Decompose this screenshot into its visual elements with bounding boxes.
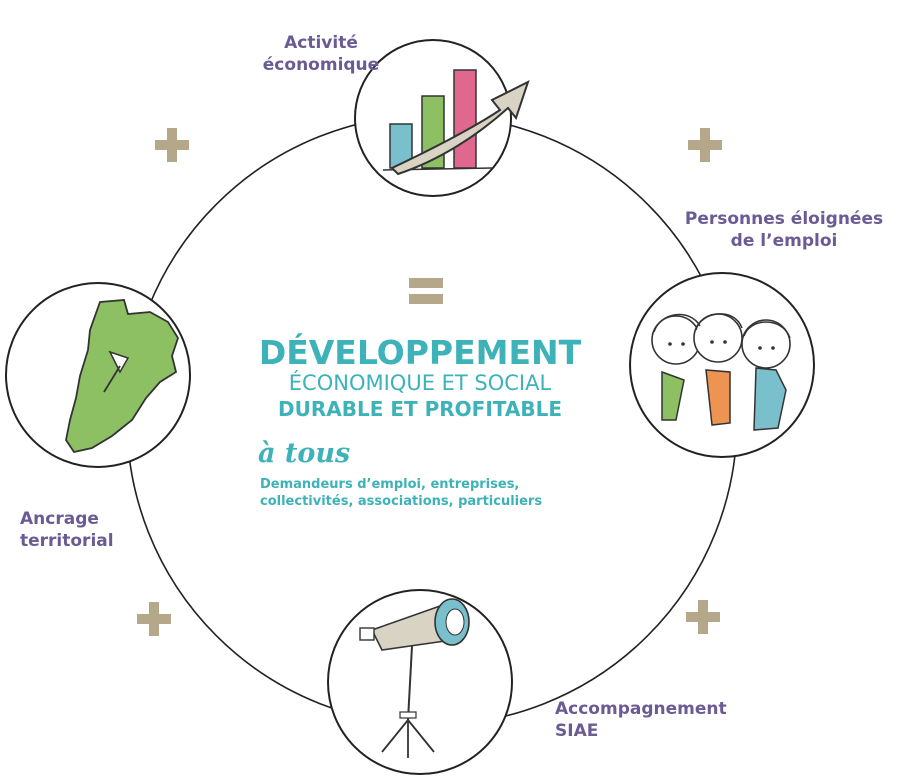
- label-personnes-line1: Personnes éloignées: [684, 209, 884, 229]
- center-audience: Demandeurs d’emploi, entreprises, collec…: [260, 476, 542, 510]
- label-accompagnement-line2: SIAE: [555, 721, 599, 741]
- node-ancrage: [5, 282, 191, 468]
- audience-line2: collectivités, associations, particulier…: [260, 494, 543, 509]
- label-activite-line2: économique: [262, 55, 380, 75]
- label-ancrage-line1: Ancrage: [20, 509, 99, 529]
- center-script: à tous: [258, 438, 351, 469]
- plus-icon-top-right: [688, 128, 722, 162]
- label-accompagnement-line1: Accompagnement: [555, 699, 727, 719]
- telescope-icon: [359, 598, 470, 758]
- label-personnes: Personnes éloignées de l’emploi: [684, 208, 884, 252]
- label-ancrage: Ancrage territorial: [20, 508, 140, 552]
- label-ancrage-line2: territorial: [20, 531, 114, 551]
- plus-icon-bottom-left: [137, 602, 171, 636]
- plus-icon-top-left: [155, 128, 189, 162]
- center-title: DÉVELOPPEMENT: [258, 333, 582, 372]
- label-personnes-line2: de l’emploi: [730, 231, 838, 251]
- center-text: DÉVELOPPEMENT ÉCONOMIQUE ET SOCIAL DURAB…: [250, 335, 590, 423]
- label-activite: Activité économique: [262, 32, 380, 76]
- plus-icon-bottom-right: [686, 600, 720, 634]
- audience-line1: Demandeurs d’emploi, entreprises,: [260, 477, 520, 492]
- label-activite-line1: Activité: [284, 33, 358, 53]
- bar-chart-arrow-icon: [382, 69, 530, 176]
- node-personnes: [629, 272, 815, 458]
- map-pin-icon: [65, 299, 179, 454]
- people-group-icon: [651, 313, 791, 431]
- node-activite: [354, 39, 530, 197]
- node-accompagnement: [327, 589, 513, 775]
- equals-icon: [409, 278, 443, 304]
- label-accompagnement: Accompagnement SIAE: [555, 698, 755, 742]
- center-subtitle: ÉCONOMIQUE ET SOCIAL: [288, 371, 552, 395]
- center-tagline: DURABLE ET PROFITABLE: [278, 397, 562, 421]
